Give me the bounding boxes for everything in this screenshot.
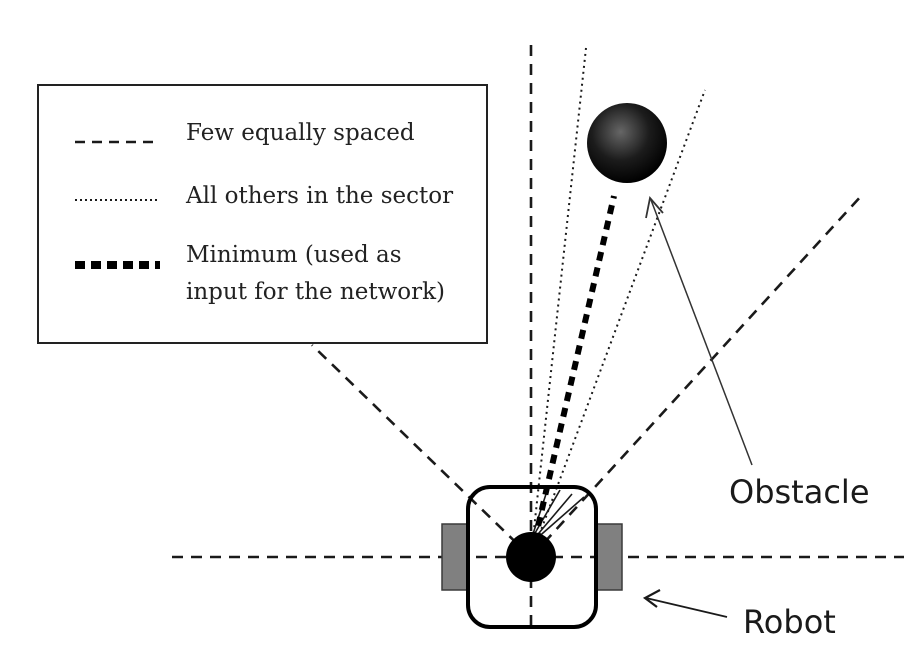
- dotted-ray-right: [530, 89, 706, 558]
- dashed-ray-left-diagonal: [311, 344, 532, 558]
- ray-fan-line: [534, 496, 585, 541]
- robot-icon: [441, 485, 623, 629]
- ray-fan-line: [530, 487, 549, 541]
- dotted-rays: [530, 47, 706, 558]
- ray-fan-line: [530, 489, 561, 541]
- dashed-ray-right-diagonal: [530, 194, 863, 558]
- robot-sensor: [506, 532, 556, 582]
- obstacle-label: Obstacle: [729, 473, 870, 511]
- robot-wheel-right: [595, 523, 623, 591]
- robot-label: Robot: [743, 603, 836, 641]
- legend: Few equally spaced All others in the sec…: [37, 84, 488, 344]
- dotted-ray-left: [530, 47, 587, 558]
- robot-body: [466, 485, 598, 629]
- obstacle-pointer-line: [650, 199, 753, 466]
- legend-label-few-equally-spaced: Few equally spaced: [186, 120, 415, 146]
- ray-fan-line: [532, 493, 573, 541]
- legend-box: [37, 84, 488, 344]
- robot-pointer-line: [645, 597, 728, 618]
- obstacle-pointer-arrow: [645, 196, 753, 466]
- minimum-ray: [528, 195, 617, 558]
- legend-label-minimum-line2: input for the network): [186, 279, 445, 305]
- robot-pointer-arrow: [642, 589, 728, 618]
- legend-label-minimum-line1: Minimum (used as: [186, 242, 402, 268]
- legend-label-all-others: All others in the sector: [185, 183, 453, 209]
- obstacle-pointer-arrowhead: [645, 196, 664, 219]
- robot-wheel-left: [441, 523, 469, 591]
- robot-pointer-arrowhead: [642, 589, 661, 608]
- ray-fan: [530, 487, 585, 541]
- obstacle-icon: [587, 103, 667, 183]
